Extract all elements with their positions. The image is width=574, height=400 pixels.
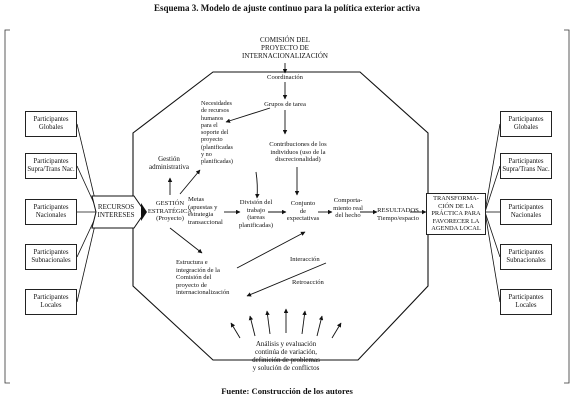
goals-label: Metas (apuestas y estrategia transaccion… [188, 196, 223, 226]
arrow-hrneeds-division [255, 171, 260, 199]
feedback-label: Retroacción [292, 279, 324, 286]
real-behavior-label: Comporta- miento real del hecho [333, 197, 363, 220]
octagon-outline [132, 71, 429, 361]
analysis-label: Análisis y evaluación continúa de variac… [252, 340, 320, 372]
task-groups-label: Grupos de tarea [264, 101, 306, 108]
transformation-box: TRANSFORMA- CIÓN DE LA PRÁCTICA PARA FAV… [426, 193, 486, 235]
resources-label: RECURSOS INTERESES [97, 203, 135, 220]
commission-label: COMISIÓN DEL PROYECTO DE INTERNACIONALIZ… [242, 36, 328, 61]
administrative-label: Gestión administrativa [148, 155, 190, 172]
arrow-strategic-hrneeds [179, 169, 201, 195]
resources-box-shape [91, 195, 146, 229]
strategic-management-label: GESTIÓN ESTRATÉGICA (Proyecto) [147, 200, 193, 223]
contributions-label: Contribuciones de los individuos (uso de… [269, 141, 327, 164]
arrow-tasks-hrneeds [225, 107, 271, 123]
coordination-label: Coordinación [267, 74, 303, 81]
expectations-label: Conjunto de expectativas [286, 200, 320, 223]
arrow-interaction [236, 231, 306, 269]
diagram-title: Esquema 3. Modelo de ajuste continuo par… [153, 3, 421, 13]
arrow-feedback [246, 262, 327, 297]
frame-right-bracket [564, 29, 570, 384]
hr-needs-label: Necesidades de recursos humanos para el … [201, 100, 233, 166]
structure-label: Estructura e integración de la Comisión … [176, 259, 230, 297]
results-label: RESULTADOS Tiempo/espacio [377, 207, 419, 222]
source-footer: Fuente: Construcción de los autores [221, 386, 353, 396]
right-connector-lines [484, 123, 501, 303]
frame-left-bracket [4, 29, 10, 384]
arrow-strategic-structure [169, 227, 203, 254]
division-of-labor-label: División del trabajo (tareas planificada… [238, 199, 274, 229]
interaction-label: Interacción [290, 256, 320, 263]
